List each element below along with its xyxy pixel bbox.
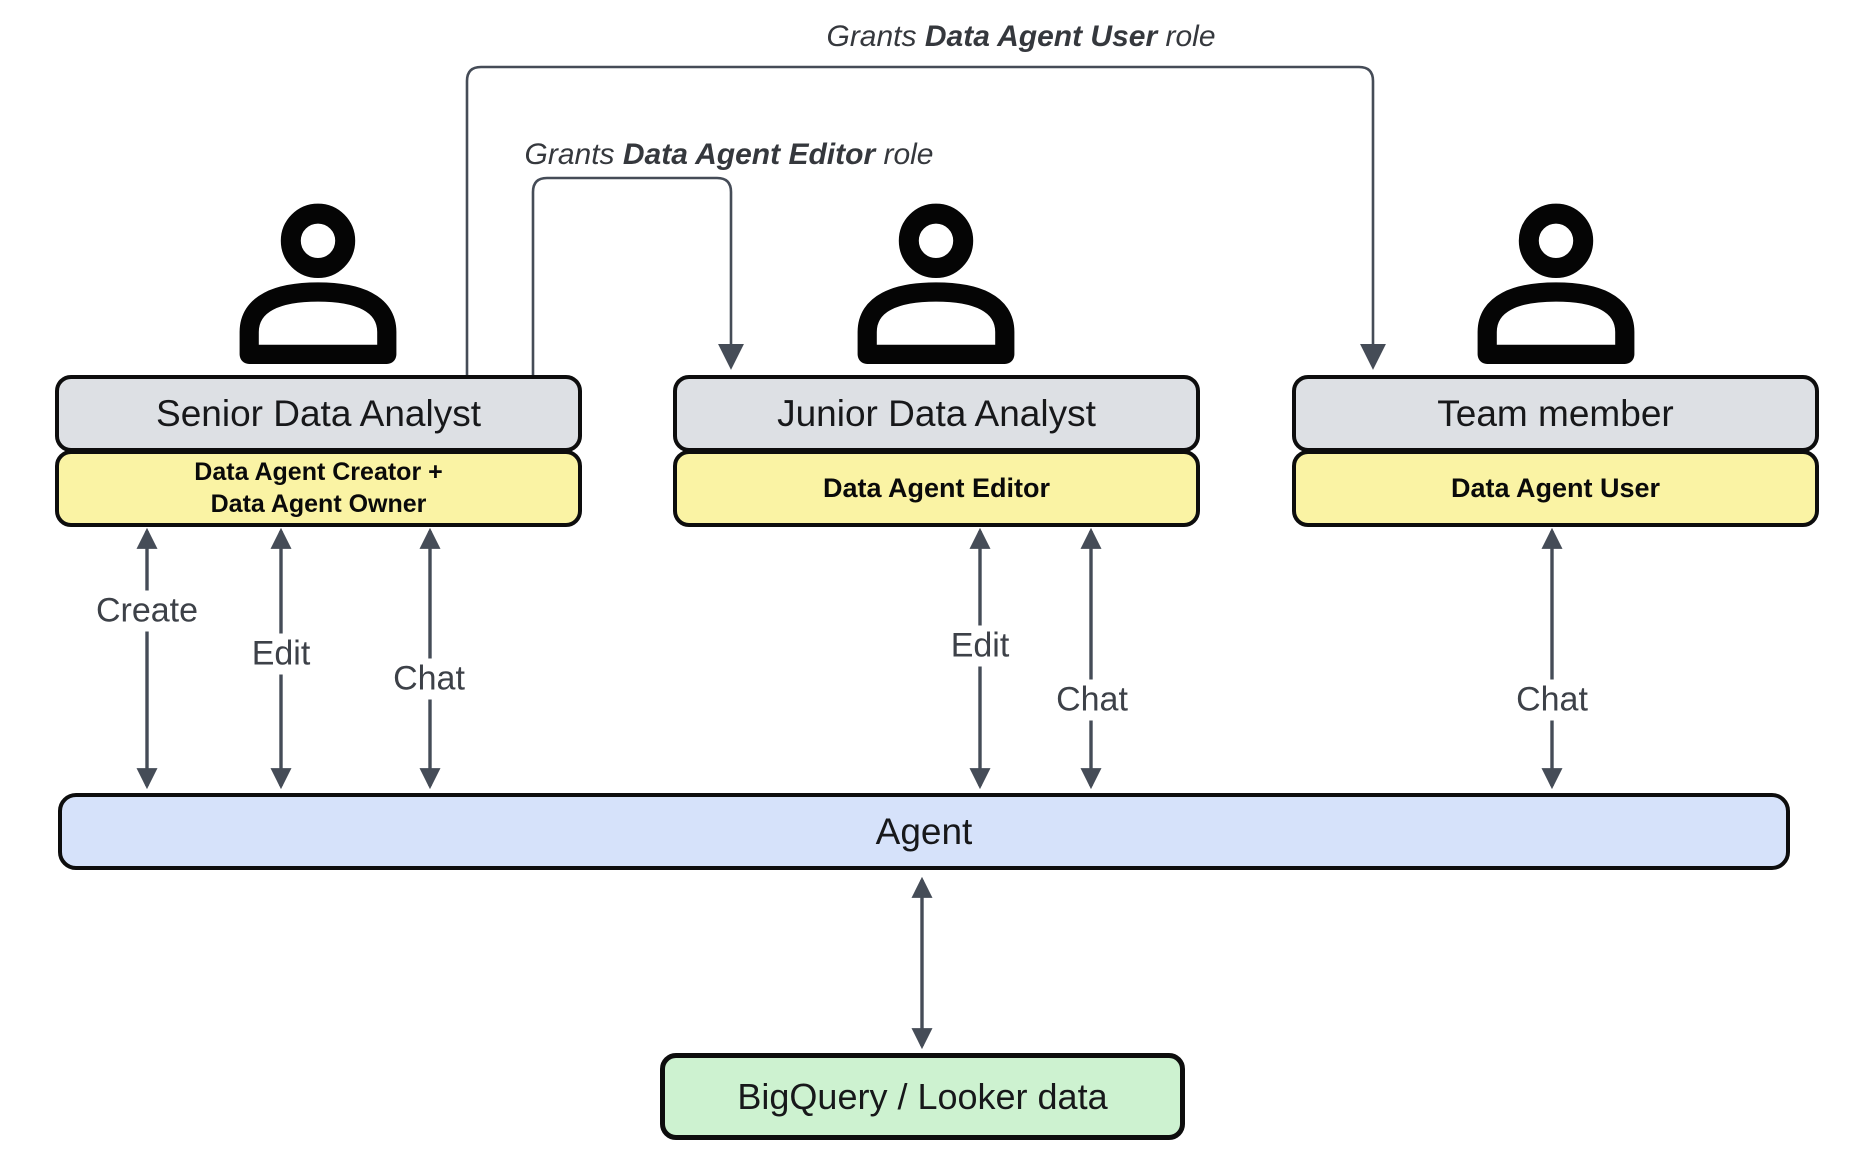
senior-analyst-role-box: Data Agent Creator + Data Agent Owner bbox=[55, 450, 582, 527]
grant-role-name: Data Agent Editor bbox=[622, 138, 876, 171]
create-label: Create bbox=[88, 590, 206, 632]
junior-analyst-role-box: Data Agent Editor bbox=[673, 450, 1200, 527]
bigquery-looker-data-box: BigQuery / Looker data bbox=[660, 1053, 1185, 1140]
team-chat-label: Chat bbox=[1509, 679, 1595, 721]
grant-suffix: role bbox=[1165, 20, 1216, 53]
senior-analyst-title-box: Senior Data Analyst bbox=[55, 375, 582, 452]
person-icon bbox=[857, 203, 1015, 364]
grant-user-connector bbox=[465, 65, 1386, 375]
person-icon bbox=[1477, 203, 1635, 364]
grant-prefix: Grants bbox=[524, 138, 615, 171]
agent-bar: Agent bbox=[58, 793, 1790, 870]
senior-edit-label: Edit bbox=[244, 633, 318, 675]
junior-analyst-title-box: Junior Data Analyst bbox=[673, 375, 1200, 452]
team-member-role-box: Data Agent User bbox=[1292, 450, 1819, 527]
senior-chat-label: Chat bbox=[386, 658, 472, 700]
grants-data-agent-editor-label: Grants Data Agent Editor role bbox=[520, 138, 938, 172]
junior-edit-label: Edit bbox=[943, 625, 1017, 667]
grant-role-name: Data Agent User bbox=[924, 20, 1158, 53]
grants-data-agent-user-label: Grants Data Agent User role bbox=[822, 20, 1220, 54]
grant-prefix: Grants bbox=[826, 20, 917, 53]
team-member-title-box: Team member bbox=[1292, 375, 1819, 452]
grant-suffix: role bbox=[883, 138, 934, 171]
person-icon bbox=[239, 203, 397, 364]
junior-chat-label: Chat bbox=[1049, 679, 1135, 721]
grant-editor-connector bbox=[531, 176, 744, 375]
